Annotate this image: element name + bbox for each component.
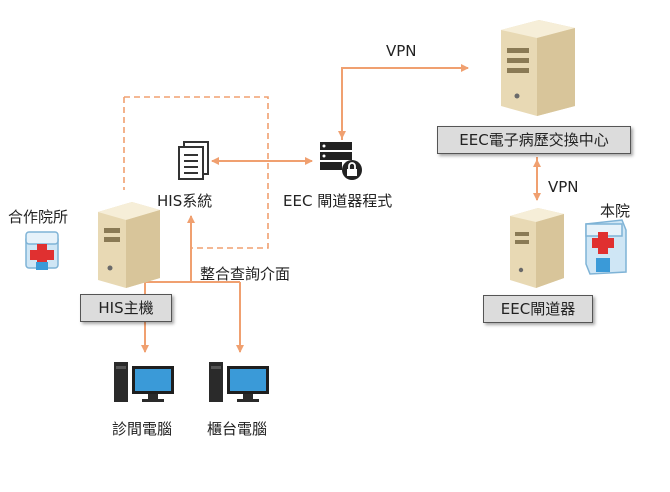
his-host-box: HIS主機 [80, 294, 172, 322]
partner-hospital-label: 合作院所 [8, 208, 69, 226]
main-hospital-label: 本院 [600, 202, 631, 220]
server-lock-icon [320, 142, 362, 180]
his-host-server-icon [98, 202, 160, 288]
clinic-pc-icon [114, 362, 174, 402]
his-boundary-dashed [123, 96, 269, 249]
counter-pc-label: 櫃台電腦 [207, 420, 268, 438]
document-icon [178, 141, 209, 180]
eec-center-server-icon [501, 20, 575, 116]
eec-gateway-server-icon [510, 208, 564, 288]
partner-hospital-icon [25, 231, 59, 270]
eec-center-box: EEC電子病歷交換中心 [437, 126, 631, 154]
his-system-label: HIS系統 [157, 192, 213, 210]
main-hospital-icon [585, 219, 627, 275]
vpn-label-top: VPN [386, 42, 417, 60]
clinic-pc-label: 診間電腦 [112, 420, 173, 438]
eec-gateway-box: EEC閘道器 [483, 295, 593, 323]
eec-gateway-program-label: EEC 閘道器程式 [283, 192, 393, 210]
integrated-query-label: 整合查詢介面 [200, 265, 291, 283]
vpn-label-right: VPN [548, 178, 579, 196]
counter-pc-icon [209, 362, 269, 402]
